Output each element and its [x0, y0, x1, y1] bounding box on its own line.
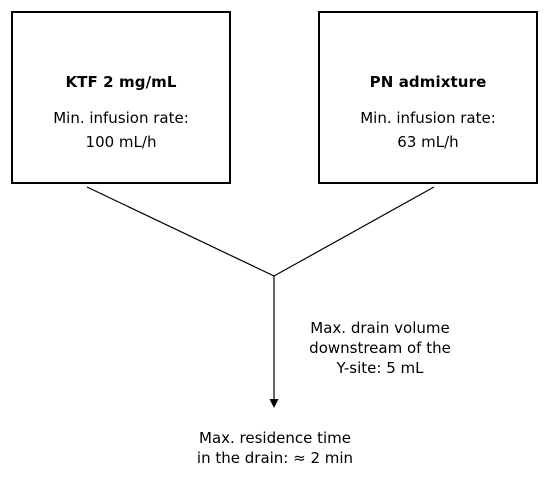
ktf-rate-label: Min. infusion rate: — [53, 109, 189, 127]
drain-note-line-3: Y-site: 5 mL — [336, 359, 424, 377]
residence-note-line-1: Max. residence time — [199, 429, 351, 447]
residence-note-line-2: in the drain: ≈ 2 min — [196, 449, 354, 467]
drain-volume-note: Max. drain volume downstream of the Y-si… — [300, 318, 460, 378]
right-line-to-y-site — [273, 186, 435, 277]
drain-arrowhead — [269, 399, 279, 408]
ktf-box: KTF 2 mg/mL Min. infusion rate: 100 mL/h — [11, 11, 231, 184]
pn-admixture-box-title: PN admixture — [369, 73, 487, 91]
pn-rate-label: Min. infusion rate: — [360, 109, 496, 127]
residence-time-note: Max. residence time in the drain: ≈ 2 mi… — [175, 428, 375, 468]
ktf-rate-value: 100 mL/h — [85, 133, 157, 151]
left-line-to-y-site — [86, 186, 275, 277]
ktf-box-title: KTF 2 mg/mL — [65, 73, 177, 91]
drain-note-line-1: Max. drain volume — [310, 319, 450, 337]
pn-admixture-box: PN admixture Min. infusion rate: 63 mL/h — [318, 11, 538, 184]
drain-note-line-2: downstream of the — [309, 339, 451, 357]
pn-rate-value: 63 mL/h — [397, 133, 459, 151]
